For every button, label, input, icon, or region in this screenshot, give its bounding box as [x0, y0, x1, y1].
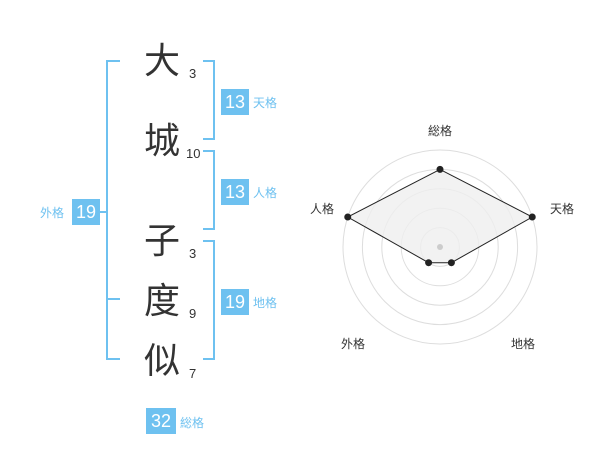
chikaku-label: 地格 [253, 296, 278, 310]
name-char-1: 大 [144, 41, 181, 82]
radar-axis-label-gaikaku: 外格 [341, 337, 366, 351]
stroke-count-3: 3 [189, 246, 197, 261]
name-char-2: 城 [144, 121, 181, 162]
radar-point-4 [344, 213, 352, 221]
radar-point-0 [436, 165, 444, 173]
soukaku-label: 総格 [180, 416, 205, 430]
name-char-3: 子 [144, 221, 181, 262]
gaikaku-bracket [106, 60, 120, 360]
name-char-4: 度 [144, 281, 181, 322]
tenkaku-badge: 13 [221, 89, 249, 115]
jinkaku-label: 人格 [253, 186, 278, 200]
chikaku-bracket [203, 240, 215, 360]
gaikaku-badge: 19 [72, 199, 100, 225]
jinkaku-badge: 13 [221, 179, 249, 205]
jinkaku-bracket [203, 150, 215, 230]
radar-grid-ring [342, 149, 538, 345]
radar-point-3 [425, 259, 433, 267]
chikaku-badge: 19 [221, 289, 249, 315]
gaikaku-bracket-tick [106, 298, 120, 300]
stroke-count-5: 7 [189, 366, 197, 381]
radar-axis-label-tenkaku: 天格 [550, 202, 575, 216]
radar-center-dot [437, 244, 443, 250]
gaikaku-label: 外格 [40, 206, 65, 220]
name-char-5: 似 [144, 341, 181, 382]
radar-axis-label-jinkaku: 人格 [310, 202, 335, 216]
radar-point-2 [447, 259, 455, 267]
radar-point-1 [528, 213, 536, 221]
tenkaku-label: 天格 [253, 96, 278, 110]
gaikaku-connector [100, 211, 108, 213]
stroke-count-1: 3 [189, 66, 197, 81]
tenkaku-bracket [203, 60, 215, 140]
radar-score-polygon [346, 168, 534, 264]
stroke-count-4: 9 [189, 306, 197, 321]
radar-axis-label-soukaku: 総格 [428, 124, 453, 138]
radar-axis-label-chikaku: 地格 [511, 337, 536, 351]
soukaku-badge: 32 [146, 408, 176, 434]
stroke-count-2: 10 [186, 146, 201, 161]
